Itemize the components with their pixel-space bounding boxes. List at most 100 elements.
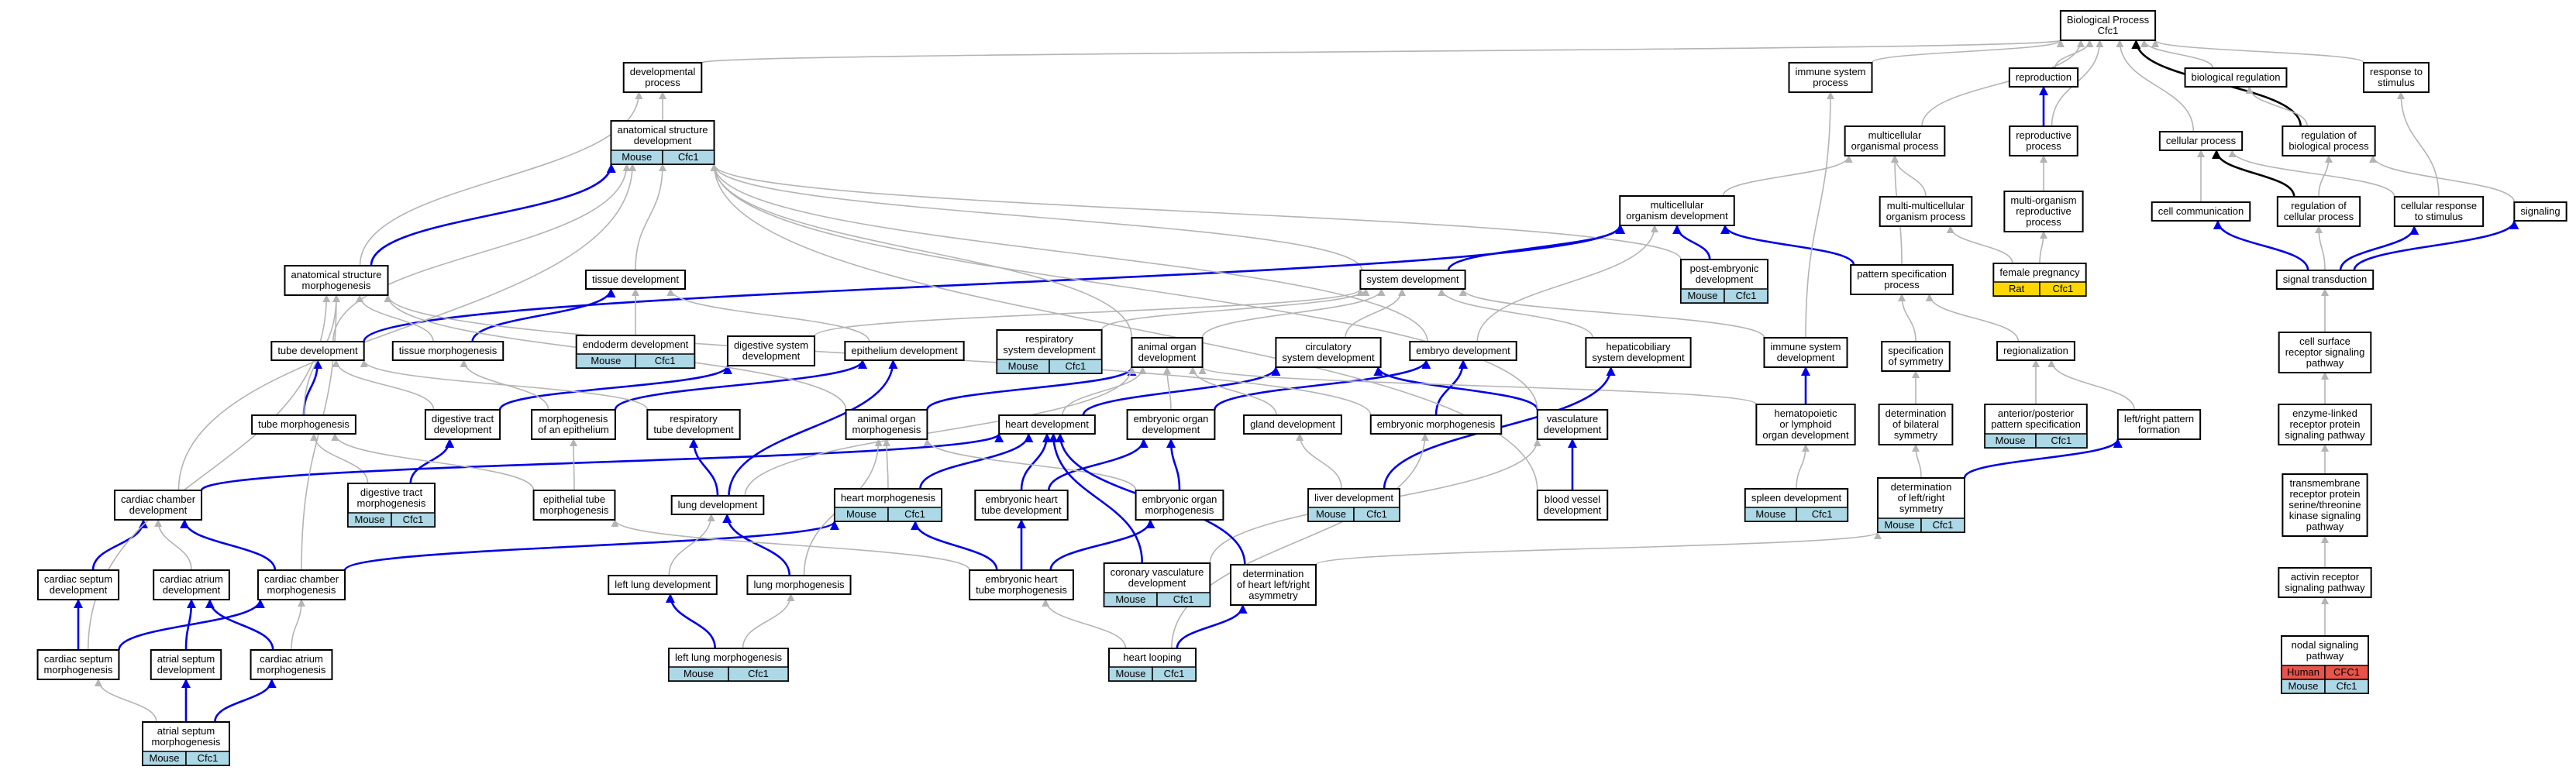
term-label-line: anatomical structure [291, 269, 381, 280]
go-term-tube-dev[interactable]: tube development [270, 341, 365, 361]
term-label-line: organism process [1886, 211, 1966, 222]
is-a-edge [1476, 225, 1659, 342]
term-label-line: development [434, 424, 492, 435]
term-box [1131, 337, 1204, 368]
term-box [531, 409, 616, 440]
term-label-line: response to [2370, 66, 2423, 77]
go-term-regionalization[interactable]: regionalization [1996, 341, 2075, 361]
go-term-reproduction[interactable]: reproduction [2008, 67, 2079, 88]
term-label-line: symmetry [1894, 429, 1938, 441]
go-term-bio-reg[interactable]: biological regulation [2184, 67, 2288, 88]
go-term-cell-proc[interactable]: cellular process [2158, 131, 2244, 151]
is-a-edge [666, 288, 870, 342]
part-of-edge [919, 433, 1034, 490]
is-a-edge [2397, 91, 2440, 198]
term-label-line: embryonic organ [1142, 493, 1217, 505]
go-term-tube-morph[interactable]: tube morphogenesis [251, 414, 356, 435]
go-term-lung-dev[interactable]: lung development [670, 495, 765, 515]
term-label-line: female pregnancy [1999, 266, 2080, 278]
go-term-system-dev[interactable]: system development [1359, 270, 1466, 290]
go-term-embryo-dev[interactable]: embryo development [1409, 341, 1517, 361]
go-term-lung-morph[interactable]: lung morphogenesis [746, 575, 852, 595]
part-of-edge [1373, 366, 1539, 411]
term-label-line: cellular process [2284, 211, 2354, 222]
go-term-cell-comm[interactable]: cell communication [2151, 201, 2251, 222]
term-label-line: receptor protein [2289, 488, 2360, 500]
go-term-left-lung-dev[interactable]: left lung development [608, 575, 718, 595]
go-term-signal-trans[interactable]: signal transduction [2275, 270, 2375, 290]
go-term-embryonic-morph[interactable]: embryonic morphogenesis [1369, 414, 1503, 435]
go-term-gland-dev[interactable]: gland development [1243, 414, 1342, 435]
go-term-heart-dev[interactable]: heart development [998, 414, 1096, 435]
go-term-signaling[interactable]: signaling [2513, 201, 2567, 222]
go-term-epith-dev[interactable]: epithelium development [844, 341, 965, 361]
go-term-tissue-morph[interactable]: tissue morphogenesis [391, 341, 505, 361]
term-label-line: signaling [2520, 205, 2560, 217]
term-label-line: vasculature [1547, 413, 1598, 425]
go-term-tissue-dev[interactable]: tissue development [584, 270, 687, 290]
